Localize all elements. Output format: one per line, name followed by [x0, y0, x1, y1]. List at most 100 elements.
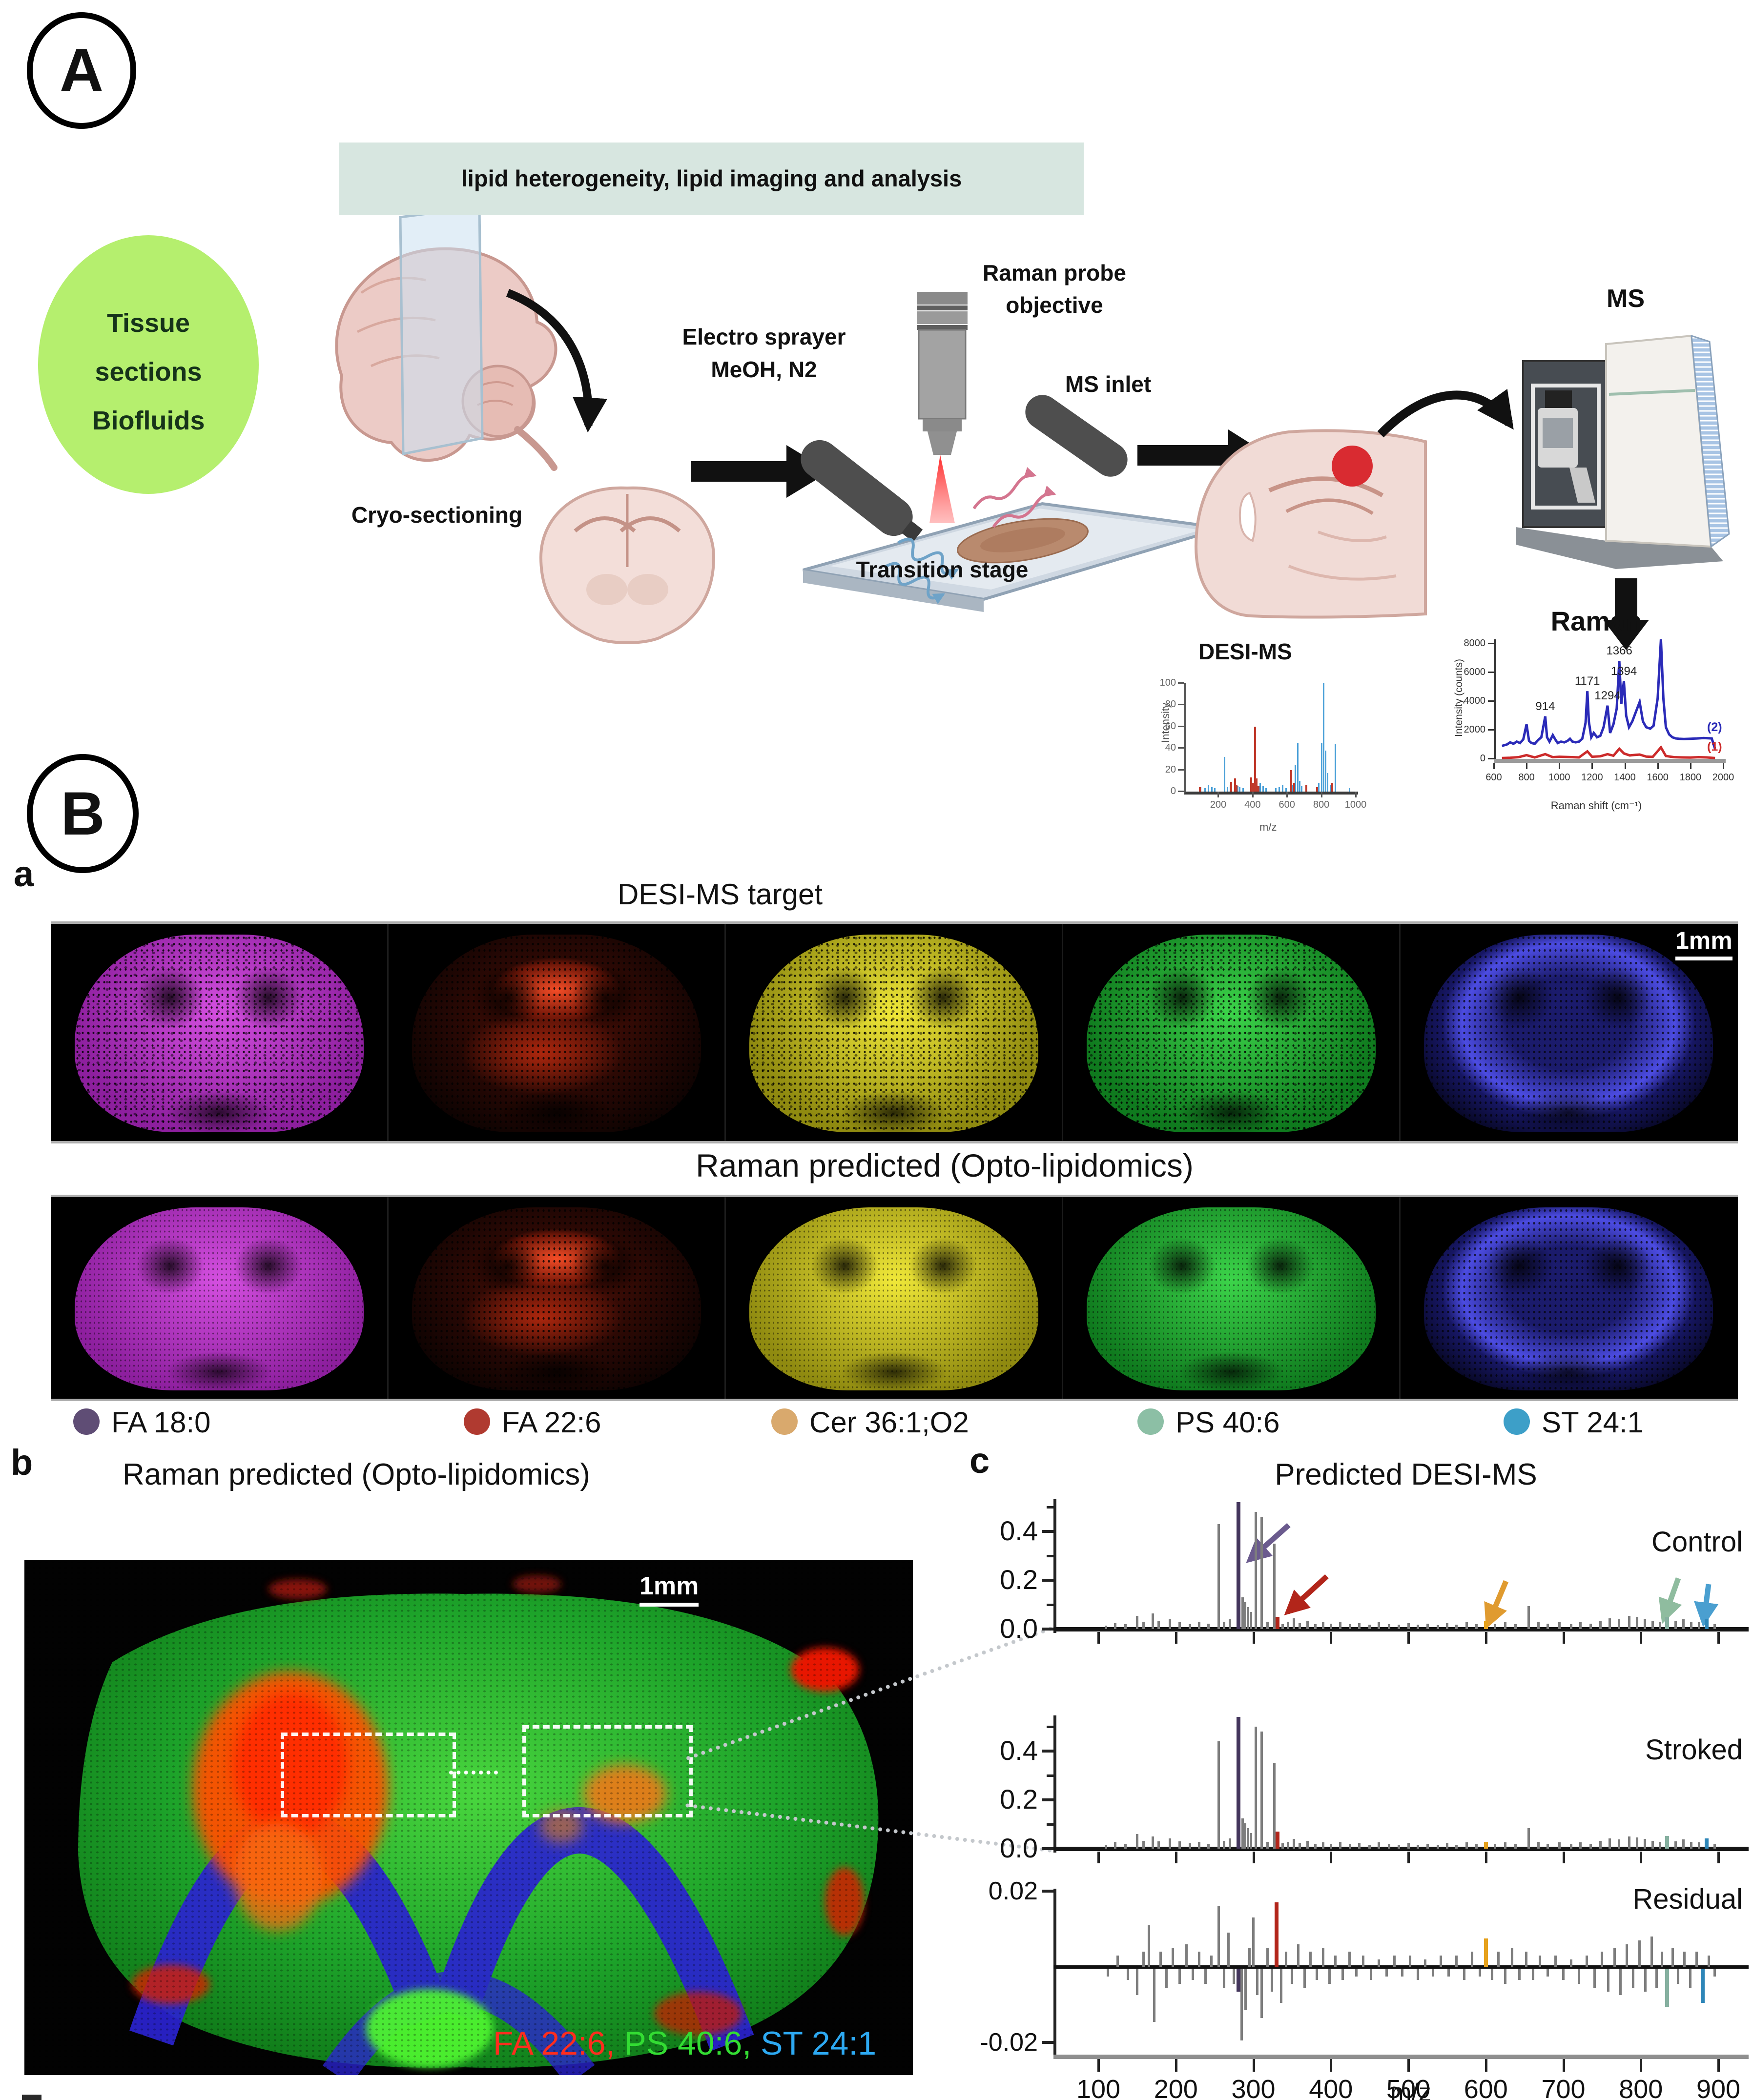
bar	[1207, 1844, 1210, 1849]
bar	[1401, 1969, 1403, 1977]
tick-label: 8000	[1464, 637, 1486, 649]
tick	[1485, 1632, 1487, 1644]
bar	[1116, 1955, 1119, 1967]
bar	[1299, 1843, 1301, 1849]
bar	[1334, 1955, 1337, 1967]
bar	[1484, 1938, 1488, 1967]
tick	[1330, 1632, 1333, 1644]
tick-label: 800	[1313, 799, 1330, 810]
tick-label: 400	[1309, 2075, 1353, 2100]
bar	[1237, 1717, 1241, 1849]
tick-label: 700	[1541, 2075, 1586, 2100]
brain-sagittal-icon	[335, 205, 557, 471]
x-axis	[1494, 759, 1726, 763]
bar	[1599, 1620, 1602, 1629]
bar	[1416, 1844, 1419, 1849]
bar	[1199, 787, 1201, 792]
bar	[1676, 1969, 1679, 1984]
tick	[1407, 1632, 1410, 1644]
brain-section-tile	[726, 1197, 1063, 1399]
tick	[1097, 1632, 1100, 1644]
b-image-noise	[24, 1560, 913, 2075]
roi-box-stroke	[281, 1733, 456, 1817]
bar	[1252, 783, 1255, 792]
panel-a-badge: A	[27, 12, 136, 129]
bar	[1287, 1842, 1290, 1849]
bar	[1229, 1838, 1232, 1849]
bar	[1287, 1622, 1290, 1629]
tick-label: 800	[1518, 772, 1535, 783]
bar	[1329, 1624, 1332, 1629]
tick	[1717, 1852, 1720, 1863]
bar	[1532, 1969, 1535, 1980]
panel-a-letter: A	[59, 37, 104, 104]
bar	[1539, 1955, 1542, 1967]
bar	[1285, 788, 1287, 792]
bar	[1562, 1969, 1565, 1980]
bar	[1204, 788, 1206, 792]
bar	[1210, 1955, 1213, 1967]
tick-label: 40	[1165, 742, 1176, 754]
tick	[1097, 1852, 1100, 1863]
bar	[1142, 1841, 1145, 1849]
bar	[1339, 1622, 1341, 1629]
tick-label: 1200	[1581, 772, 1603, 783]
tick-label: 200	[1154, 2075, 1198, 2100]
bar	[1284, 1952, 1287, 1967]
bar	[1537, 1622, 1540, 1629]
tick-label: 1800	[1679, 772, 1702, 783]
brain-section-tile	[389, 1197, 726, 1399]
sub-a-label: a	[14, 854, 34, 894]
bar	[1240, 1969, 1243, 2041]
bar	[1114, 1842, 1117, 1849]
legend-dot	[1504, 1408, 1530, 1435]
bar	[1514, 1844, 1517, 1849]
sub-b-label: b	[11, 1442, 33, 1483]
tick	[1175, 2059, 1177, 2072]
bar	[1393, 1955, 1396, 1967]
tick-label: 900	[1696, 2075, 1741, 2100]
bar	[1297, 743, 1299, 792]
bar	[1222, 1841, 1225, 1849]
bar	[1153, 1969, 1155, 2022]
bar	[1306, 1841, 1309, 1849]
tick-label: 0	[1170, 786, 1176, 796]
bar	[1494, 1844, 1497, 1849]
bar	[1577, 1969, 1580, 1984]
bar	[1589, 1624, 1592, 1629]
tick-label: 60	[1165, 720, 1176, 732]
bar	[1599, 1841, 1602, 1849]
ms-instrument-icon	[1516, 334, 1730, 569]
bar	[1207, 1624, 1210, 1629]
tick	[1047, 1555, 1053, 1557]
caption-segment: PS 40:6,	[615, 2025, 752, 2062]
bar	[1514, 1624, 1517, 1629]
bar	[1217, 1906, 1220, 1967]
bar	[1504, 1842, 1506, 1849]
tick-label: 0.2	[1000, 1564, 1038, 1595]
bar	[1124, 1844, 1127, 1849]
bar	[1558, 1622, 1561, 1629]
banner: lipid heterogeneity, lipid imaging and a…	[339, 143, 1084, 215]
tick	[1042, 1798, 1053, 1801]
tick-label: -0.02	[980, 2028, 1038, 2057]
tick-label: 4000	[1464, 695, 1486, 706]
raman-mini-chart: Raman Intensity (counts) Raman shift (cm…	[1452, 605, 1745, 835]
tick-label: 2000	[1464, 724, 1486, 735]
roi-connector-segment	[449, 1771, 498, 1774]
bar	[1558, 1842, 1561, 1849]
bar	[1320, 743, 1322, 792]
bar	[1378, 1842, 1381, 1849]
y-axis	[1494, 639, 1496, 760]
bar	[1635, 1837, 1638, 1849]
bar	[1275, 788, 1277, 792]
tick	[1217, 792, 1219, 797]
tick	[1178, 747, 1184, 749]
tick-label: 1400	[1614, 772, 1636, 783]
peak-label: 1366	[1606, 644, 1632, 658]
bar	[1227, 1933, 1230, 1967]
title-b: Raman predicted (Opto-lipidomics)	[123, 1458, 590, 1491]
bar	[1579, 1842, 1582, 1849]
arrow-cer36	[1484, 1580, 1509, 1629]
tick-label: 20	[1165, 764, 1176, 775]
